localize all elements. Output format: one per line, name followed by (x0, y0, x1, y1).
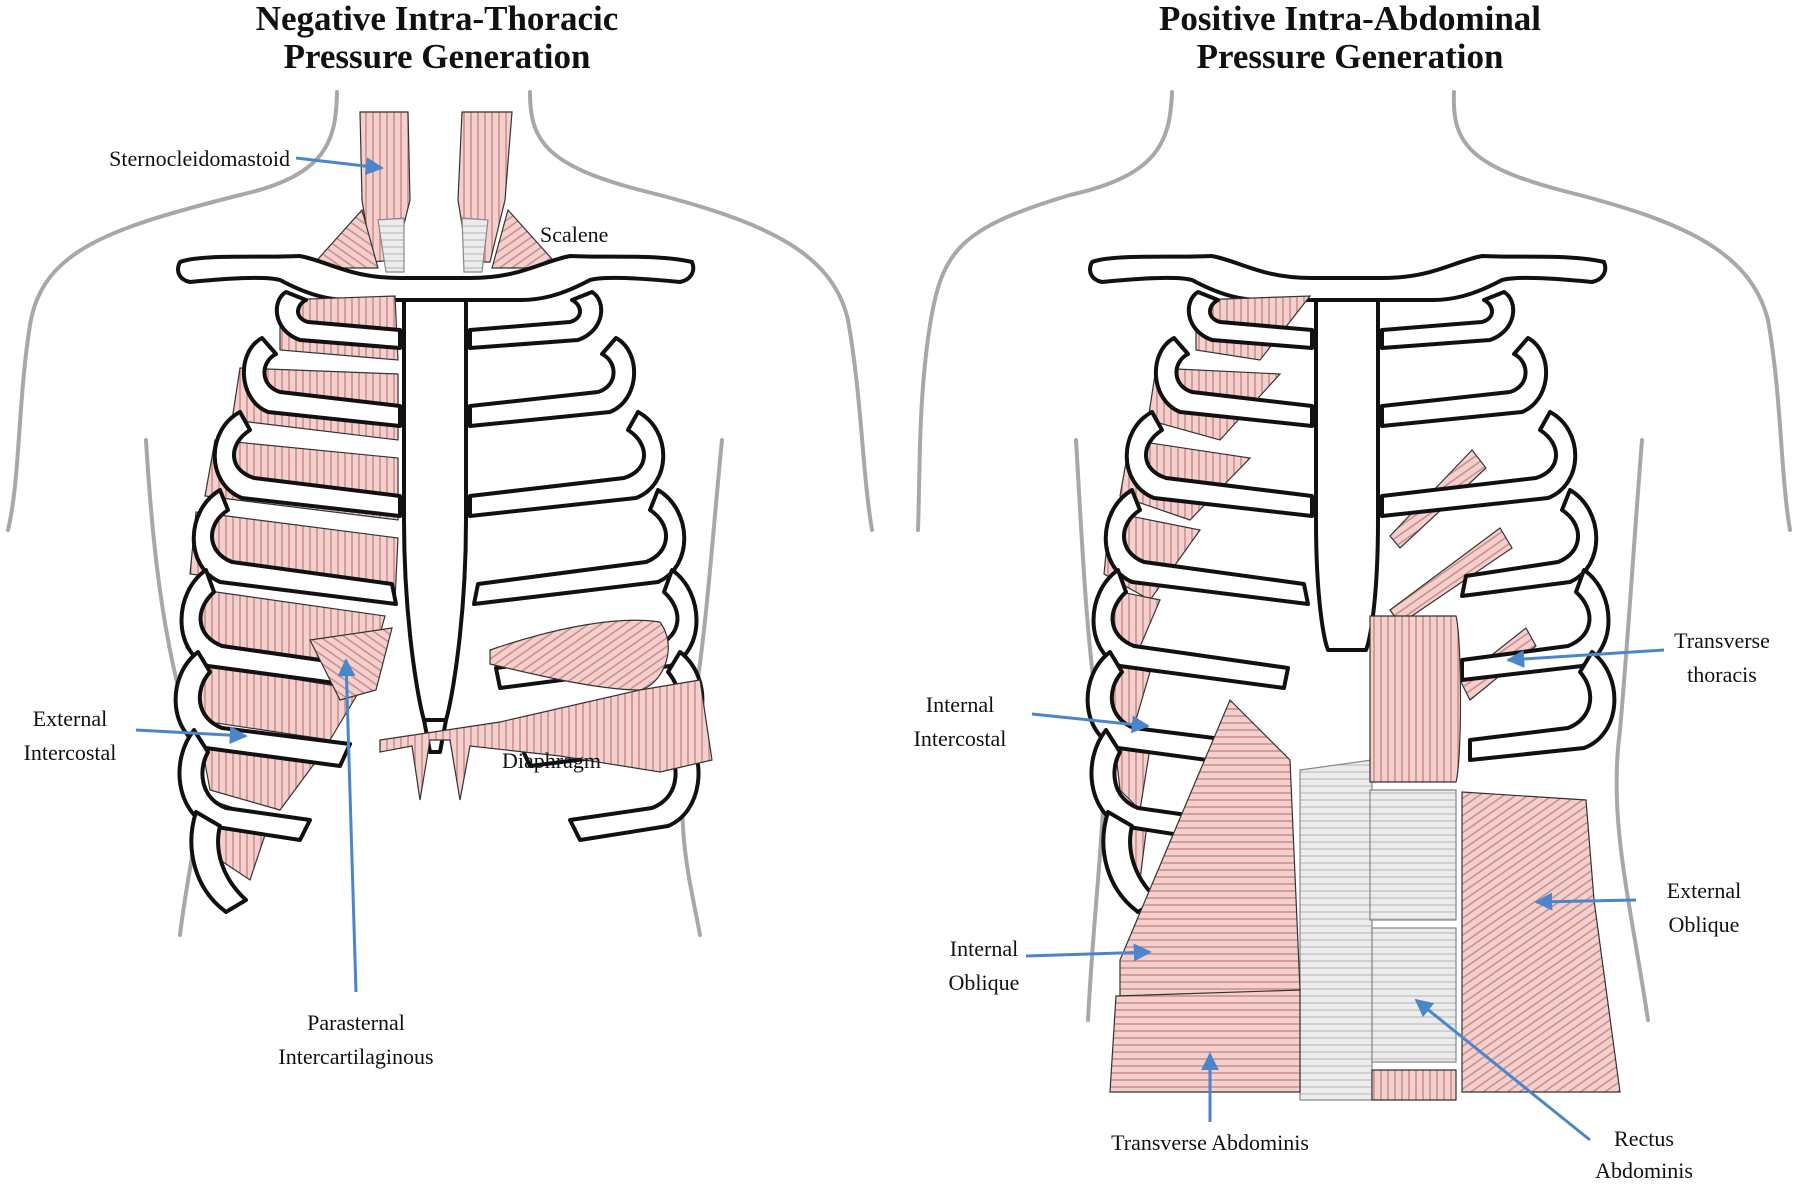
rectus-abdominis-segment-3 (1371, 927, 1457, 1063)
rib-4-right (191, 488, 398, 606)
r-rib-4-left (1460, 488, 1599, 598)
rib-2-right (241, 336, 402, 428)
arrow-external-intercostal (135, 726, 248, 745)
r-rib-5-left (1460, 568, 1611, 682)
label-rectus-abdominis-line1: Rectus (1614, 1126, 1674, 1151)
label-external-intercostal-line2: Intercostal (24, 740, 117, 765)
label-external-intercostal-line1: External (33, 706, 108, 731)
arrow-sternocleidomastoid (295, 156, 384, 176)
left-neck-muscles (308, 111, 562, 273)
external-oblique-muscle (1461, 791, 1621, 1093)
right-ribcage (1085, 290, 1617, 914)
r-rib-1-left (1380, 290, 1516, 350)
rib-1-left (468, 290, 604, 350)
r-rib-6-right (1085, 650, 1264, 768)
label-transverse-thoracis-line2: thoracis (1687, 662, 1757, 687)
rib-3-right (212, 410, 402, 518)
r-rib-4-right (1103, 488, 1310, 606)
label-diaphragm: Diaphragm (502, 748, 601, 773)
r-rib-3-left (1380, 410, 1578, 518)
arrow-transverse-thoracis (1506, 648, 1665, 668)
right-clavicles (1088, 254, 1608, 302)
linea-alba (1299, 759, 1373, 1101)
r-sternum (1314, 298, 1380, 652)
r-rib-1-right (1186, 290, 1314, 350)
label-transverse-thoracis-line1: Transverse (1674, 628, 1770, 653)
label-scalene: Scalene (540, 222, 608, 247)
r-rib-2-right (1153, 336, 1314, 428)
rib-5-right (179, 568, 378, 690)
abdominal-muscles (1109, 615, 1621, 1101)
rib-6-right (173, 650, 352, 768)
right-title-line1: Positive Intra-Abdominal (1159, 0, 1541, 38)
label-external-oblique-line1: External (1667, 878, 1742, 903)
label-internal-intercostal-line2: Intercostal (914, 726, 1007, 751)
r-rib-7-right (1089, 728, 1224, 842)
label-transverse-abdominis: Transverse Abdominis (1111, 1130, 1309, 1155)
r-rib-3-right (1124, 410, 1314, 518)
label-internal-intercostal-line1: Internal (926, 692, 994, 717)
label-parasternal-line2: Intercartilaginous (278, 1044, 433, 1069)
r-rib-6-left (1468, 650, 1617, 762)
label-sternocleidomastoid: Sternocleidomastoid (109, 146, 290, 171)
rib-8-right (189, 810, 248, 914)
diaphragm (379, 679, 713, 801)
panel-right: Positive Intra-Abdominal Pressure Genera… (914, 0, 1792, 1183)
label-internal-oblique-line1: Internal (950, 936, 1018, 961)
label-rectus-abdominis-line2: Abdominis (1595, 1158, 1693, 1183)
r-rib-5-right (1091, 568, 1290, 690)
left-scm-tendon (377, 217, 405, 273)
rectus-abdominis-segment-1 (1369, 615, 1462, 783)
rib-4-left (472, 488, 687, 606)
left-title-line2: Pressure Generation (284, 37, 591, 76)
rectus-abdominis-segment-2 (1369, 789, 1457, 921)
transverse-abdominis-muscle (1109, 989, 1301, 1093)
internal-oblique-muscle (1119, 698, 1301, 1001)
rib-3-left (468, 410, 666, 518)
diaphragm-upper (489, 619, 669, 691)
arrow-external-oblique (1534, 892, 1637, 911)
right-title-line2: Pressure Generation (1197, 37, 1504, 76)
label-internal-oblique-line2: Oblique (949, 970, 1020, 995)
arrow-internal-oblique (1025, 943, 1152, 962)
rib-7-right (177, 728, 312, 842)
left-ribcage (173, 290, 705, 914)
arrow-parasternal (337, 658, 358, 993)
arrow-internal-intercostal (1031, 712, 1150, 734)
rib-2-left (468, 336, 637, 428)
label-parasternal-line1: Parasternal (307, 1010, 405, 1035)
arrow-rectus-abdominis (1414, 998, 1591, 1142)
right-scm-tendon (461, 217, 489, 273)
left-clavicles (176, 254, 696, 302)
left-title-line1: Negative Intra-Thoracic (256, 0, 619, 38)
rib-1-right (274, 290, 402, 350)
label-external-oblique-line2: Oblique (1669, 912, 1740, 937)
sternum (402, 298, 468, 722)
panel-left: Negative Intra-Thoracic Pressure Generat… (6, 0, 874, 1069)
r-rib-2-left (1380, 336, 1549, 428)
rectus-abdominis-segment-4 (1371, 1069, 1457, 1101)
